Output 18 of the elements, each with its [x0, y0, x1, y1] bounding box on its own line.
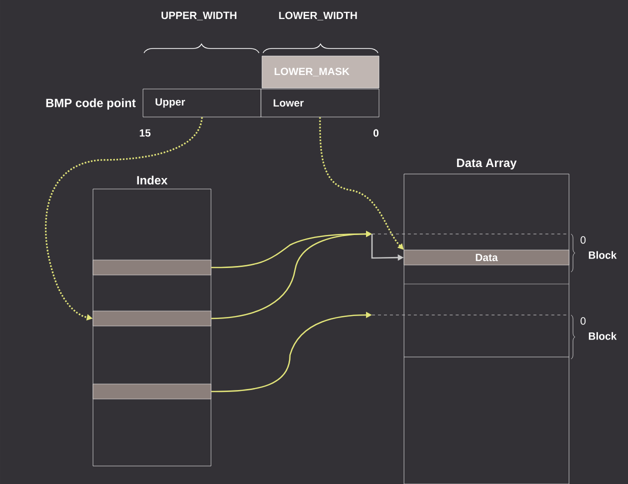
offset-number: 0	[580, 317, 586, 325]
array-heading: Index	[137, 176, 168, 184]
col-heading: LOWER_WIDTH	[279, 12, 357, 20]
block-label: Block	[588, 332, 617, 340]
index-slot	[92, 310, 212, 326]
table-cell: Lower	[260, 88, 380, 118]
table-cell: Upper	[142, 88, 262, 118]
data-slot: Data	[404, 250, 570, 266]
mask-box: LOWER_MASK	[262, 56, 380, 88]
array-heading: Data Array	[457, 158, 517, 170]
col-heading: UPPER_WIDTH	[162, 12, 236, 20]
bit-number: 0	[374, 129, 378, 137]
offset-number: 0	[580, 236, 586, 244]
block-label: Block	[588, 251, 617, 259]
bit-number: 15	[140, 129, 151, 137]
index-slot	[92, 260, 212, 276]
arrow	[45, 117, 203, 320]
index-slot	[92, 384, 212, 400]
